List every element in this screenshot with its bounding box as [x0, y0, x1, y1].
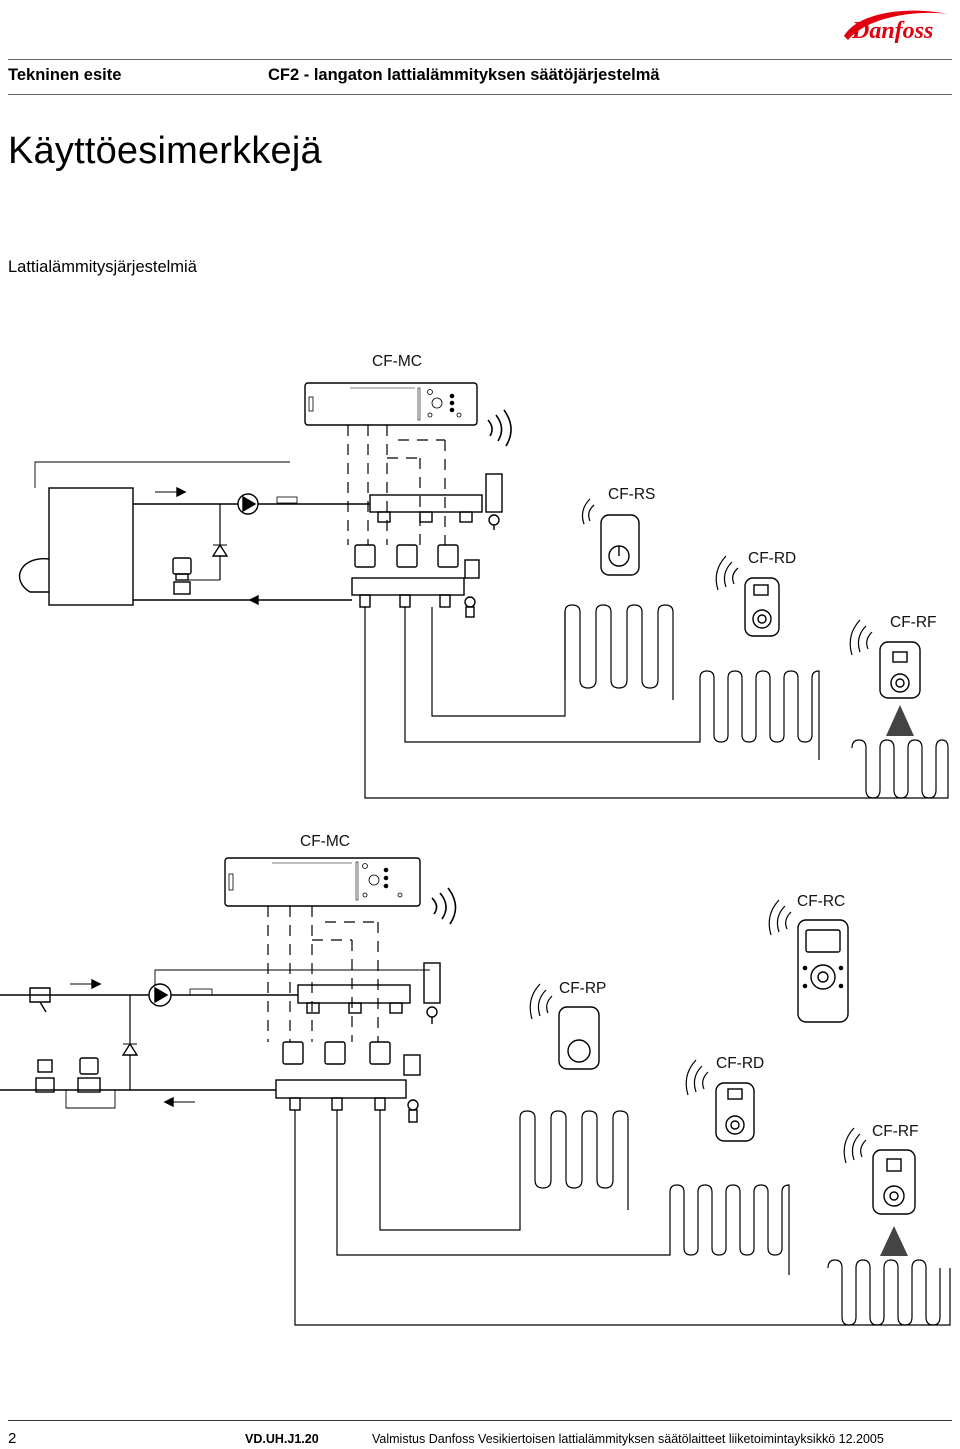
- strainer-icon: [29, 987, 51, 1013]
- floor-heating-loops: [294, 1110, 951, 1326]
- label-cf-rd-2: CF-RD: [716, 1055, 764, 1072]
- repeater-device: [558, 1006, 600, 1070]
- doc-type: Tekninen esite: [8, 66, 122, 84]
- label-cf-rs: CF-RS: [608, 486, 655, 503]
- remote-controller-device: [797, 919, 849, 1023]
- floor-sensor-device: [872, 1149, 916, 1256]
- label-cf-rf: CF-RF: [890, 614, 937, 631]
- diagram-1: CF-MC: [18, 353, 949, 799]
- manifold-supply: [369, 473, 503, 530]
- page-title: Käyttöesimerkkejä: [8, 130, 322, 172]
- mixing-valve-icon: [172, 557, 192, 595]
- wireless-signal-icon: [849, 619, 873, 656]
- wireless-signal-icon: [768, 899, 792, 936]
- floor-heating-loops: [364, 604, 949, 799]
- room-sensor-device: [600, 514, 640, 576]
- wireless-signal-icon: [715, 555, 739, 591]
- boiler: [48, 487, 134, 606]
- wireless-signal-icon: [685, 1059, 709, 1096]
- remote-display-device: [715, 1082, 755, 1142]
- label-cf-rc: CF-RC: [797, 893, 845, 910]
- header-rule-bottom: [8, 94, 952, 95]
- wireless-signal-icon: [487, 409, 512, 447]
- manifold-supply: [297, 962, 441, 1024]
- page-number: 2: [8, 1430, 17, 1447]
- footer-rule: [8, 1420, 952, 1421]
- wireless-signal-icon: [431, 887, 457, 925]
- pump-icon: [148, 983, 213, 1007]
- manifold-return: [351, 577, 476, 618]
- publisher-note: Valmistus Danfoss Vesikiertoisen lattial…: [372, 1432, 884, 1446]
- document-code: VD.UH.J1.20: [245, 1432, 319, 1446]
- balancing-valves-icon: [35, 1057, 116, 1109]
- actuator-wiring: [347, 425, 446, 545]
- master-controller: [224, 857, 421, 907]
- floor-sensor-device: [879, 641, 921, 736]
- wireless-signal-icon: [843, 1127, 867, 1164]
- danfoss-logo: Danfoss: [844, 10, 948, 44]
- wireless-signal-icon: [529, 983, 553, 1020]
- system-diagrams: CF-MC: [0, 353, 951, 1326]
- actuators-group: [354, 544, 480, 579]
- master-controller: [304, 382, 478, 426]
- label-cf-mc: CF-MC: [372, 353, 422, 370]
- boiler-cable: [34, 461, 290, 488]
- pump-icon: [237, 493, 298, 515]
- diagram-2: CF-MC: [0, 833, 951, 1326]
- label-cf-rp: CF-RP: [559, 980, 606, 997]
- wireless-signal-icon: [581, 498, 595, 525]
- actuators-group: [282, 1041, 421, 1076]
- section-title: Lattialämmitysjärjestelmiä: [8, 258, 197, 276]
- label-cf-rf-2: CF-RF: [872, 1123, 919, 1140]
- label-cf-mc-2: CF-MC: [300, 833, 350, 850]
- doc-subject: CF2 - langaton lattialämmityksen säätöjä…: [268, 66, 660, 84]
- label-cf-rd: CF-RD: [748, 550, 796, 567]
- svg-text:Danfoss: Danfoss: [851, 18, 933, 44]
- actuator-wiring: [267, 906, 379, 1042]
- manifold-return: [275, 1079, 419, 1123]
- remote-display-device: [744, 577, 780, 637]
- header-rule: [8, 59, 952, 60]
- boiler-burner: [18, 558, 50, 593]
